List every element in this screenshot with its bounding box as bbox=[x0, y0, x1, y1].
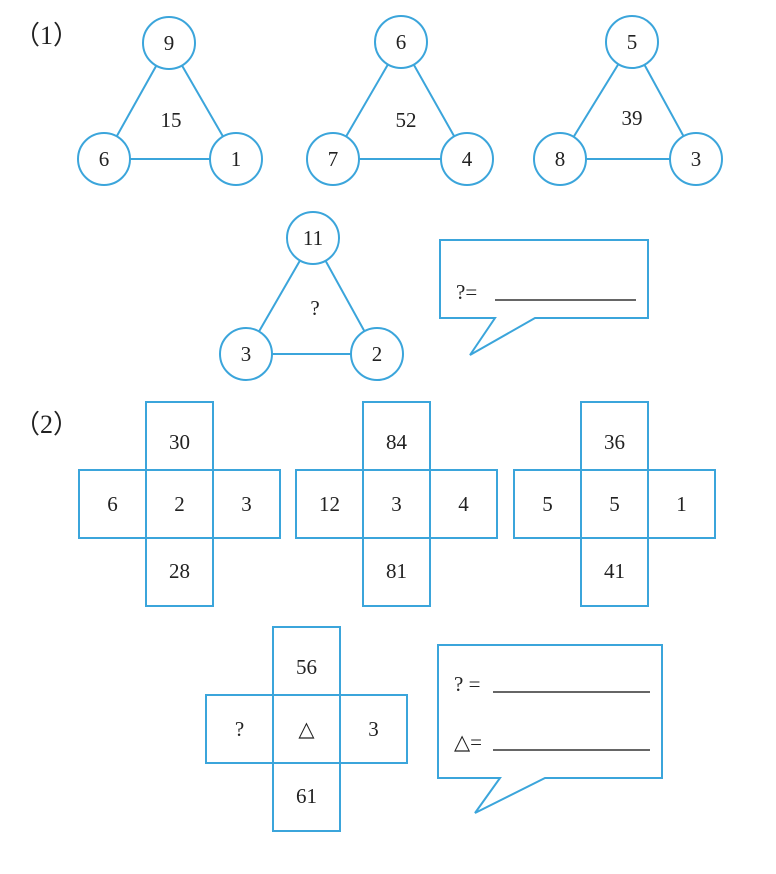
circle-number-left: 7 bbox=[328, 147, 339, 171]
cross-cell-center bbox=[272, 694, 341, 764]
part1-label: （1） bbox=[14, 21, 79, 50]
number-circle bbox=[219, 327, 273, 381]
number-circle bbox=[533, 132, 587, 186]
cross-cell-right bbox=[647, 469, 716, 539]
number-circle bbox=[77, 132, 131, 186]
bubble-outline bbox=[437, 644, 663, 814]
answer-speech-bubble: ? = △= bbox=[437, 644, 663, 814]
triangle-center-number: 15 bbox=[161, 108, 182, 132]
cross-number-bottom: 61 bbox=[296, 784, 317, 808]
cross-puzzle: 84 12 3 4 81 bbox=[295, 401, 498, 607]
circle-number-left: 6 bbox=[99, 147, 110, 171]
number-circle bbox=[306, 132, 360, 186]
cross-puzzle: 56? △ 3 61 bbox=[205, 626, 408, 832]
circle-number-right: 4 bbox=[462, 147, 473, 171]
cross-cell-right bbox=[429, 469, 498, 539]
cross-cell-bottom bbox=[362, 537, 431, 607]
triangle-puzzle: 5 8 3 39 bbox=[533, 15, 723, 186]
cross-cell-left bbox=[205, 694, 274, 764]
cross-number-right: 3 bbox=[241, 492, 252, 516]
cross-number-top: 30 bbox=[169, 430, 190, 454]
cross-number-center: 3 bbox=[391, 492, 402, 516]
cross-cell-top bbox=[272, 626, 341, 696]
cross-cell-right bbox=[212, 469, 281, 539]
cross-number-top: 56 bbox=[296, 655, 317, 679]
number-circle bbox=[440, 132, 494, 186]
triangle-puzzle: 9 6 1 15 bbox=[77, 16, 263, 186]
number-circle bbox=[669, 132, 723, 186]
cross-cell-left bbox=[513, 469, 582, 539]
cross-cell-top bbox=[145, 401, 214, 471]
cross-number-center: 5 bbox=[609, 492, 620, 516]
cross-cell-right bbox=[339, 694, 408, 764]
circle-number-top: 6 bbox=[396, 30, 407, 54]
triangle-edges bbox=[558, 40, 698, 160]
answer-label: ?= bbox=[456, 280, 477, 304]
triangle-puzzle: 6 7 4 52 bbox=[306, 15, 494, 186]
cross-cell-left bbox=[78, 469, 147, 539]
circle-number-left: 8 bbox=[555, 147, 566, 171]
number-circle bbox=[142, 16, 196, 70]
cross-number-right: 1 bbox=[676, 492, 687, 516]
cross-cell-left bbox=[295, 469, 364, 539]
bubble-outline bbox=[439, 239, 649, 356]
cross-number-left: ? bbox=[235, 717, 244, 741]
cross-number-right: 3 bbox=[368, 717, 379, 741]
cross-puzzle: 30 6 2 3 28 bbox=[78, 401, 281, 607]
cross-number-center: 2 bbox=[174, 492, 185, 516]
circle-number-left: 3 bbox=[241, 342, 252, 366]
cross-number-bottom: 81 bbox=[386, 559, 407, 583]
number-circle bbox=[286, 211, 340, 265]
cross-number-top: 84 bbox=[386, 430, 408, 454]
cross-number-left: 5 bbox=[542, 492, 553, 516]
cross-cell-bottom bbox=[272, 762, 341, 832]
circle-number-top: 11 bbox=[303, 226, 323, 250]
cross-cell-bottom bbox=[580, 537, 649, 607]
cross-puzzle: 36 5 5 1 41 bbox=[513, 401, 716, 607]
cross-number-center: △ bbox=[298, 717, 315, 741]
circle-number-top: 5 bbox=[627, 30, 638, 54]
answer-label: △= bbox=[454, 730, 482, 754]
circle-number-right: 1 bbox=[231, 147, 242, 171]
circle-number-right: 3 bbox=[691, 147, 702, 171]
cross-number-right: 4 bbox=[458, 492, 469, 516]
cross-number-bottom: 41 bbox=[604, 559, 625, 583]
triangle-center-number: ? bbox=[310, 296, 319, 320]
triangle-edges bbox=[331, 39, 469, 160]
circle-number-top: 9 bbox=[164, 31, 175, 55]
triangle-center-number: 52 bbox=[396, 108, 417, 132]
cross-number-left: 6 bbox=[107, 492, 118, 516]
cross-cell-bottom bbox=[145, 537, 214, 607]
cross-number-top: 36 bbox=[604, 430, 625, 454]
part2-label: （2） bbox=[14, 410, 79, 439]
number-circle bbox=[209, 132, 263, 186]
cross-number-bottom: 28 bbox=[169, 559, 190, 583]
number-circle bbox=[605, 15, 659, 69]
triangle-edges bbox=[102, 40, 238, 160]
circle-number-right: 2 bbox=[372, 342, 383, 366]
answer-speech-bubble: ?= bbox=[439, 239, 649, 356]
cross-cell-top bbox=[362, 401, 431, 471]
number-circle bbox=[350, 327, 404, 381]
triangle-puzzle: 11 3 2? bbox=[219, 211, 404, 381]
triangle-edges bbox=[244, 235, 379, 355]
triangle-center-number: 39 bbox=[622, 106, 643, 130]
number-circle bbox=[374, 15, 428, 69]
cross-number-left: 12 bbox=[319, 492, 340, 516]
answer-label: ? = bbox=[454, 672, 480, 696]
